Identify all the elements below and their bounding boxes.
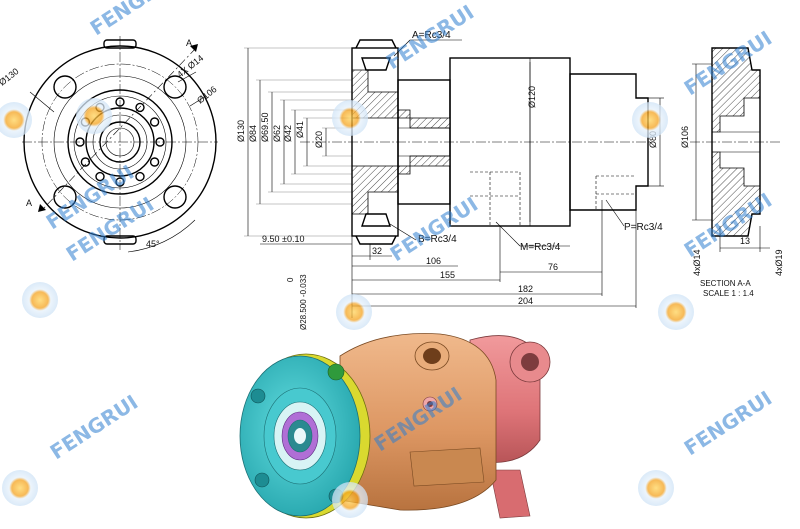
- small-hole: [155, 137, 165, 147]
- dim-204: 204: [518, 296, 533, 306]
- watermark-logo-icon: [336, 294, 372, 330]
- side-dim-v4: Ø42: [283, 125, 293, 142]
- watermark-logo-icon: [22, 282, 58, 318]
- render-3d: [239, 333, 551, 519]
- port-m-label: M=Rc3/4: [520, 242, 561, 253]
- watermark-text: FENGRUI: [382, 0, 479, 74]
- section-title: SECTION A-A: [700, 279, 751, 288]
- section-dim-holes14: 4xØ14: [692, 249, 702, 276]
- small-hole: [135, 171, 145, 182]
- small-hole: [75, 137, 85, 147]
- side-tol-bottom: Ø28.500 -0.033: [299, 274, 308, 330]
- port-p-label: P=Rc3/4: [624, 222, 663, 233]
- watermark-logo-icon: [332, 100, 368, 136]
- section-mark-a-top: A: [186, 38, 192, 48]
- small-hole: [149, 157, 160, 167]
- small-hole: [149, 117, 160, 127]
- side-view: Ø130 Ø84 Ø69.50 Ø62 Ø42 Ø41 Ø20 Ø120 Ø80…: [236, 30, 664, 330]
- side-tol-top: 0: [286, 277, 295, 282]
- watermark-logo-icon: [658, 294, 694, 330]
- watermark-text: FENGRUI: [86, 0, 183, 40]
- watermark-logo-icon: [332, 482, 368, 518]
- watermark-logo-icon: [638, 470, 674, 506]
- dim-9-50: 9.50 ±0.10: [262, 234, 304, 244]
- watermark-text: FENGRUI: [680, 386, 777, 460]
- small-hole: [135, 102, 145, 113]
- dim-76: 76: [548, 262, 558, 272]
- side-dim-v0: Ø130: [236, 120, 246, 142]
- section-dim-holes19: 4xØ19: [774, 249, 784, 276]
- side-dim-body: Ø120: [527, 86, 537, 108]
- dim-182: 182: [518, 284, 533, 294]
- watermark-logo-icon: [76, 98, 112, 134]
- port-a-label: A=Rc3/4: [412, 30, 451, 41]
- watermark: FENGRUI: [638, 386, 776, 506]
- dim-106: 106: [426, 256, 441, 266]
- side-dim-v5: Ø41: [295, 121, 305, 138]
- section-view: Ø106 13 4xØ14 4xØ19 SECTION A-A SCALE 1 …: [680, 47, 784, 298]
- section-dim-106: Ø106: [680, 126, 690, 148]
- section-mark-a-bottom: A: [26, 198, 32, 208]
- watermark-logo-icon: [632, 102, 668, 138]
- section-dim-13: 13: [740, 236, 750, 246]
- dim-32: 32: [372, 246, 382, 256]
- front-dim-angle: 45°: [146, 239, 160, 249]
- side-dim-v2: Ø69.50: [260, 112, 270, 142]
- watermark-logo-icon: [2, 470, 38, 506]
- watermark: FENGRUI: [2, 390, 142, 506]
- front-dim-outer: Ø130: [0, 66, 21, 87]
- small-hole: [95, 171, 105, 182]
- watermark-text: FENGRUI: [46, 390, 143, 464]
- small-hole: [115, 97, 125, 107]
- small-hole: [115, 177, 125, 187]
- watermark-logo-icon: [0, 102, 32, 138]
- small-hole: [80, 157, 91, 167]
- side-dim-v6: Ø20: [314, 131, 324, 148]
- side-dim-rear: Ø80: [648, 131, 658, 148]
- section-scale: SCALE 1 : 1.4: [703, 289, 754, 298]
- dim-155: 155: [440, 270, 455, 280]
- watermark: FENGRUI: [76, 0, 182, 134]
- side-dim-v1: Ø84: [248, 125, 258, 142]
- side-dim-v3: Ø62: [272, 125, 282, 142]
- port-b-label: B=Rc3/4: [418, 234, 457, 245]
